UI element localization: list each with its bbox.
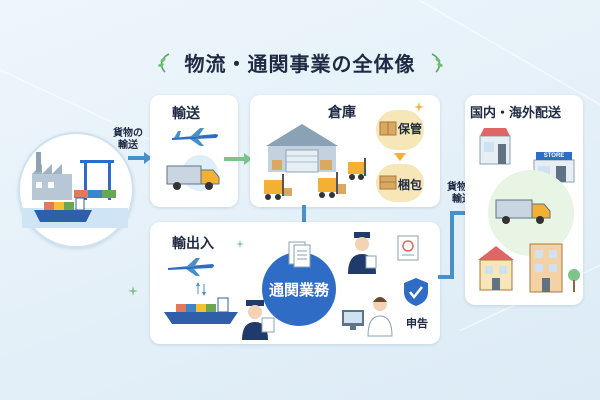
factory-port-illustration <box>22 152 128 228</box>
box-icon <box>379 121 397 136</box>
delivery-truck-icon <box>495 199 551 224</box>
sparkle-icon <box>414 102 424 112</box>
apartment-icon <box>529 243 563 293</box>
arrow-to-warehouse <box>224 153 252 165</box>
store-sign: STORE <box>543 153 565 159</box>
inspector-icon <box>348 232 377 274</box>
cargo-transport-label-1: 貨物の 輸送 <box>113 128 143 151</box>
package-icon <box>379 175 397 190</box>
sparkle-icon <box>128 286 138 296</box>
cargo-transport-label-2: 貨物の 輸送 <box>447 182 477 205</box>
right-laurel-icon <box>431 53 443 73</box>
officer-icon <box>242 300 275 340</box>
warehouse-heading: 倉庫 <box>328 104 356 120</box>
warehouse-illustration <box>264 124 366 200</box>
store-icon <box>479 128 511 165</box>
page-title: 物流・通関事業の全体像 <box>184 54 416 76</box>
storage-label: 保管 <box>398 122 423 136</box>
declaration-label: 申告 <box>406 318 428 330</box>
down-triangle-icon <box>394 153 406 161</box>
delivery-heading: 国内・海外配送 <box>470 105 562 120</box>
left-laurel-icon <box>158 53 170 73</box>
tree-icon <box>568 269 580 292</box>
documents-icon <box>288 241 311 268</box>
airplane-icon <box>168 258 214 276</box>
arrow-to-transport <box>128 152 152 164</box>
stamp-document-icon <box>397 235 419 261</box>
house-icon <box>478 246 514 291</box>
import-export-heading: 輸出入 <box>172 235 214 251</box>
operator-at-computer-icon <box>342 297 393 337</box>
up-down-arrows-icon <box>196 282 206 296</box>
sparkle-icon <box>236 240 244 248</box>
transport-heading: 輸送 <box>172 105 200 121</box>
airplane-icon <box>172 128 218 146</box>
shield-check-icon <box>404 278 428 306</box>
packing-label: 梱包 <box>398 178 423 192</box>
cargo-ship-icon <box>164 297 238 324</box>
truck-icon <box>166 165 220 190</box>
